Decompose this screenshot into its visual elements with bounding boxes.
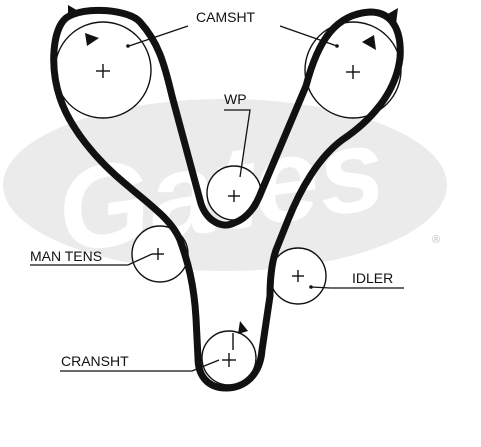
timing-mark-left-top [68, 5, 80, 20]
timing-mark-right-inner [362, 35, 376, 50]
timing-mark-right-top [386, 8, 398, 24]
pulley-idler [269, 247, 327, 305]
leader-manual-tensioner [30, 253, 153, 266]
pulley-camshaft-right [304, 21, 402, 119]
timing-belt [50, 6, 404, 392]
leader-camshaft-right [279, 25, 338, 47]
pulley-camshaft-left [54, 21, 152, 119]
registered-mark: ® [432, 234, 440, 246]
label-crankshaft: CRANSHT [61, 353, 129, 369]
leader-idler [310, 286, 404, 289]
label-idler: IDLER [352, 270, 393, 286]
label-water-pump: WP [224, 91, 247, 107]
label-manual-tensioner: MAN TENS [30, 248, 102, 264]
label-camshaft: CAMSHT [196, 9, 256, 25]
timing-mark-crank [238, 321, 248, 334]
leader-crankshaft [60, 359, 220, 372]
leader-camshaft-left [128, 25, 189, 47]
leader-water-pump [224, 109, 251, 178]
timing-mark-left-inner [85, 33, 99, 46]
